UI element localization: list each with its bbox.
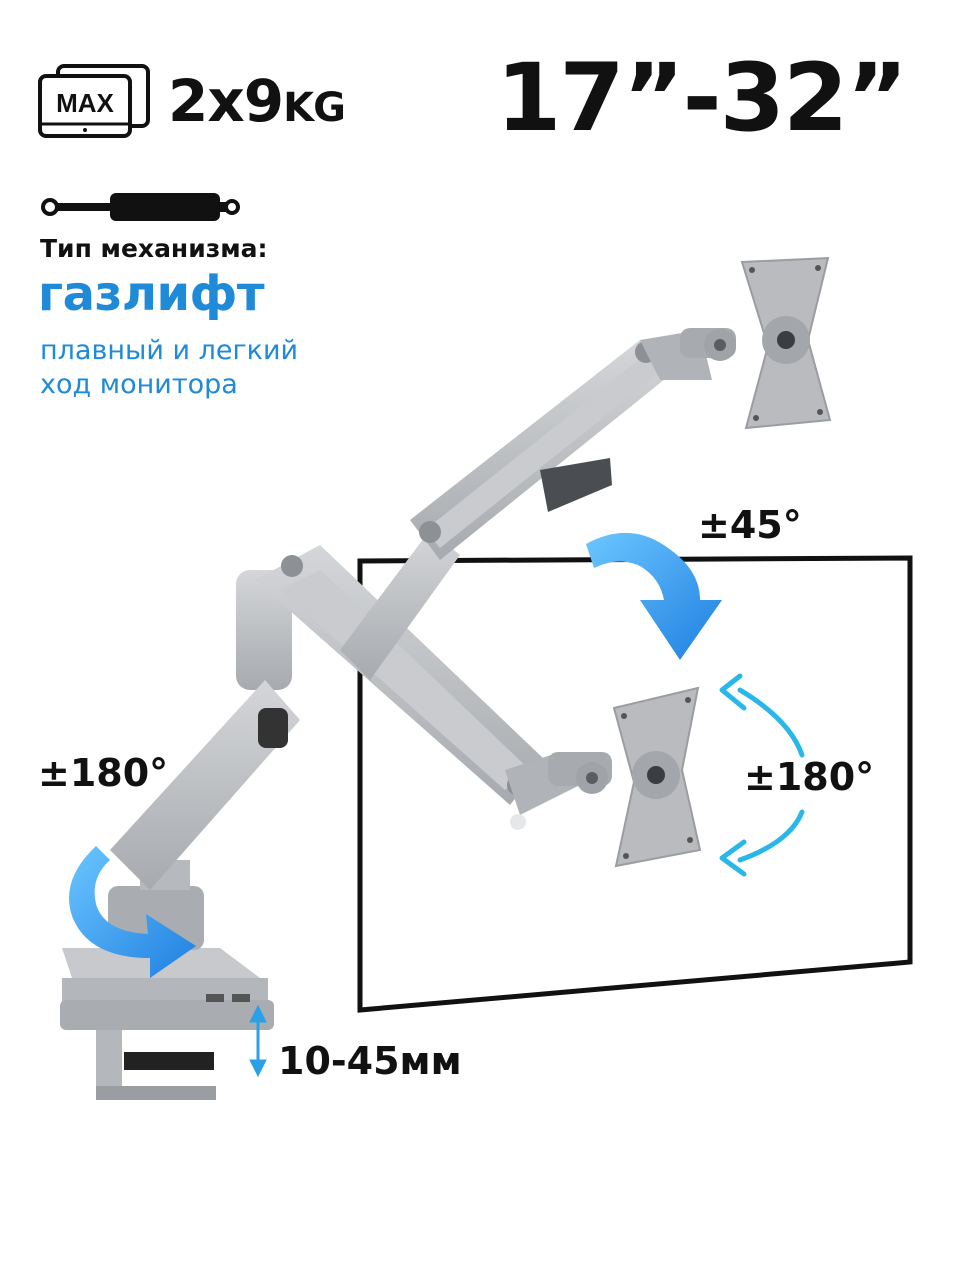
- mechanism-type: газлифт: [38, 266, 265, 322]
- screen-size-range: 17”-32”: [496, 44, 908, 153]
- tilt-arrow-icon: [586, 532, 722, 660]
- max-badge-text: MAX: [56, 88, 114, 118]
- clamp-range-arrow-icon: [249, 1004, 267, 1078]
- vesa-plate-upper: [704, 256, 832, 430]
- mechanism-desc-line2: ход монитора: [40, 369, 238, 400]
- gas-spring-icon: [41, 193, 240, 221]
- max-weight-value: 2x9: [168, 67, 284, 135]
- clamp-range-label: 10-45мм: [278, 1039, 462, 1083]
- swivel-arrow-icon: [69, 846, 196, 978]
- max-weight: 2x9KG: [168, 72, 346, 131]
- monitor-max-icon: MAX: [38, 64, 150, 138]
- tilt-angle-label: ±45°: [698, 503, 802, 547]
- max-weight-unit: KG: [283, 85, 346, 131]
- upper-arm: [340, 328, 736, 680]
- monitor-frame: [357, 555, 913, 1013]
- mechanism-label: Тип механизма:: [40, 234, 268, 263]
- rotation-arrow-icon: [719, 673, 805, 877]
- swivel-angle-label: ±180°: [38, 751, 169, 795]
- mechanism-desc-line1: плавный и легкий: [40, 335, 299, 366]
- lower-arm: [110, 545, 590, 890]
- vesa-plate-lower: [548, 686, 702, 868]
- mechanism-description: плавный и легкий ход монитора: [40, 334, 340, 402]
- rotation-angle-label: ±180°: [744, 755, 875, 799]
